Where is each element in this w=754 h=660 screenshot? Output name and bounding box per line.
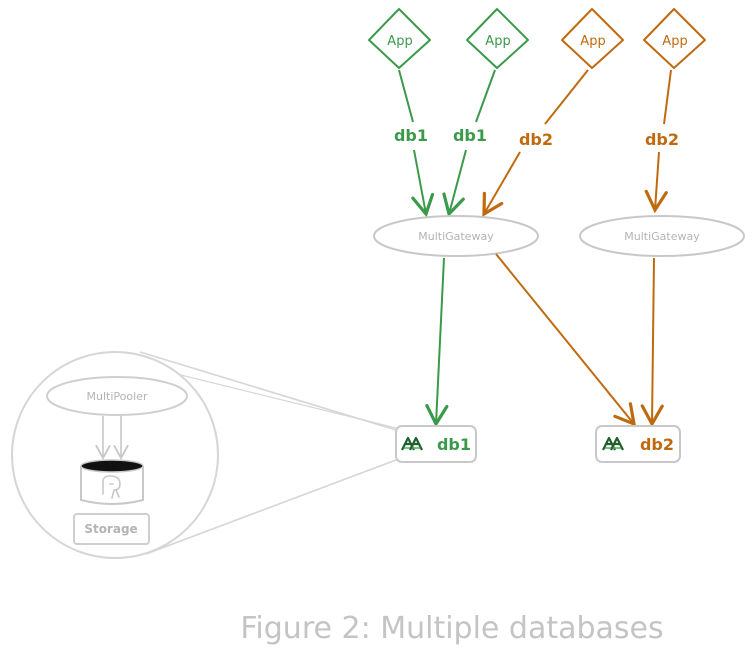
app-label: App bbox=[580, 34, 605, 49]
database-node-db1: db1 bbox=[395, 425, 477, 463]
gateway-label: MultiGateway bbox=[624, 230, 700, 243]
edge-label-db1: db1 bbox=[453, 126, 487, 145]
edge-gateway2-db2 bbox=[640, 257, 664, 428]
multigres-logo-icon bbox=[401, 436, 423, 451]
database-node-db2: db2 bbox=[595, 425, 681, 463]
database-cylinder-icon bbox=[80, 459, 144, 505]
zoom-detail-circle: MultiPooler Storage bbox=[11, 351, 219, 559]
edge-gateway1-db2 bbox=[495, 253, 637, 427]
storage-node: Storage bbox=[73, 513, 150, 545]
app-node-1: App bbox=[368, 8, 431, 69]
edge-label-db2: db2 bbox=[645, 130, 679, 149]
multigres-logo-icon bbox=[602, 436, 624, 451]
app-node-4: App bbox=[643, 8, 706, 69]
edge-label-db1: db1 bbox=[394, 126, 428, 145]
edge-app4-gateway2: db2 bbox=[644, 69, 679, 214]
pooler-to-postgres-arrows bbox=[95, 416, 129, 460]
multipooler-label: MultiPooler bbox=[87, 390, 148, 403]
app-label: App bbox=[485, 34, 510, 49]
gateway-node-1: MultiGateway bbox=[373, 215, 539, 257]
gateway-node-2: MultiGateway bbox=[579, 215, 745, 257]
postgres-elephant-icon bbox=[102, 475, 121, 499]
database-label-db1: db1 bbox=[437, 435, 471, 454]
app-label: App bbox=[662, 34, 687, 49]
app-node-3: App bbox=[561, 8, 624, 69]
figure-caption: Figure 2: Multiple databases bbox=[240, 611, 663, 646]
app-label: App bbox=[387, 34, 412, 49]
multipooler-node: MultiPooler bbox=[46, 376, 188, 416]
gateway-label: MultiGateway bbox=[418, 230, 494, 243]
edge-app1-gateway1: db1 bbox=[394, 69, 435, 218]
edge-app2-gateway1: db1 bbox=[442, 69, 496, 218]
edge-app3-gateway1: db2 bbox=[482, 69, 589, 217]
storage-label: Storage bbox=[84, 522, 137, 536]
app-node-2: App bbox=[466, 8, 529, 69]
edge-label-db2: db2 bbox=[519, 130, 553, 149]
edge-gateway1-db1 bbox=[425, 257, 449, 428]
database-label-db2: db2 bbox=[640, 435, 674, 454]
